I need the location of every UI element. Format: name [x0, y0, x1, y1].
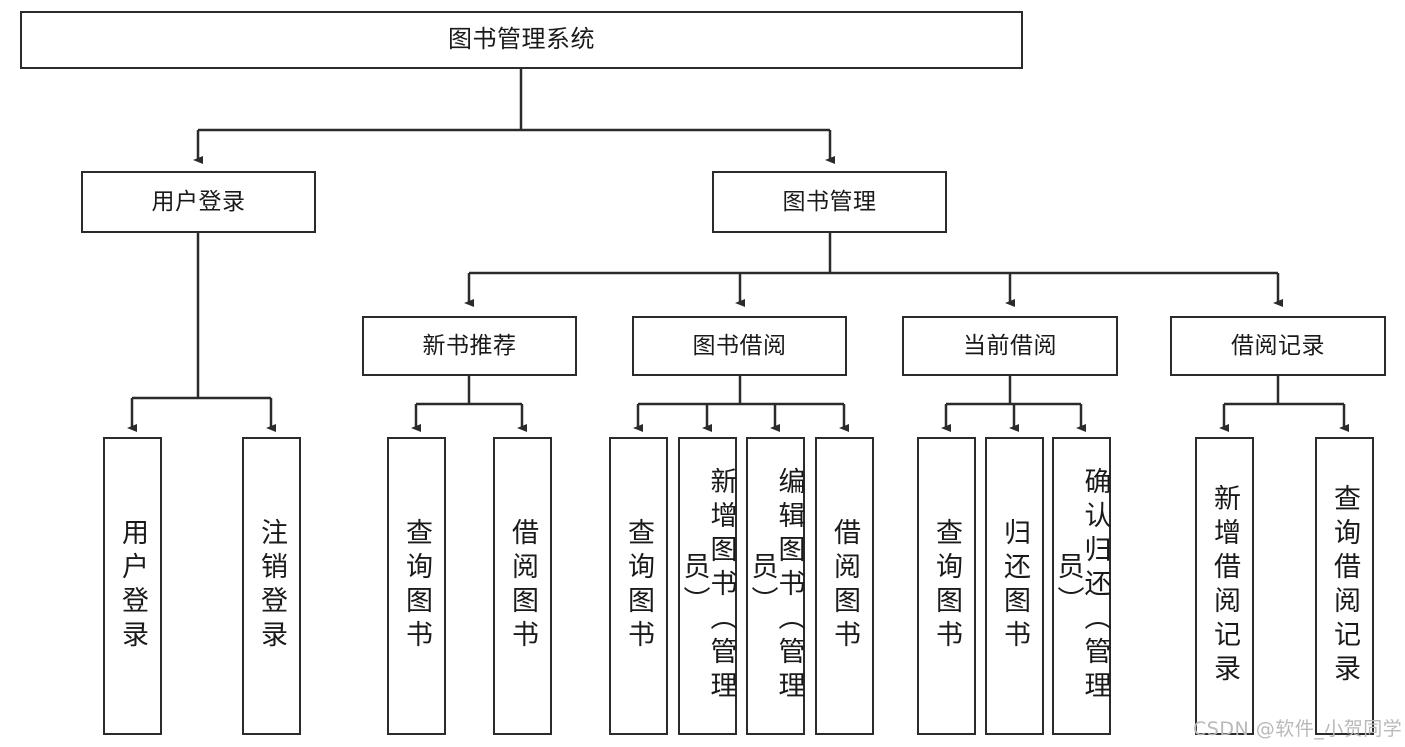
node-label: 新书推荐 — [422, 332, 517, 359]
node-label: 确认归还（管理员） — [1052, 467, 1111, 705]
node-label: 借阅记录 — [1231, 332, 1325, 359]
node-label: 新增借阅记录 — [1209, 484, 1240, 688]
leaf-logout-login[interactable]: 注销登录 — [242, 437, 301, 735]
leaf-return-book[interactable]: 归还图书 — [985, 437, 1044, 735]
node-book-borrow[interactable]: 图书借阅 — [632, 316, 847, 376]
node-label: 归还图书 — [999, 518, 1030, 654]
leaf-query-book-current[interactable]: 查询图书 — [917, 437, 976, 735]
node-borrow-records[interactable]: 借阅记录 — [1170, 316, 1386, 376]
node-label: 注销登录 — [256, 518, 287, 654]
node-root-book-management-system[interactable]: 图书管理系统 — [20, 11, 1023, 69]
node-label: 查询图书 — [401, 518, 432, 654]
leaf-borrow-book-recommend[interactable]: 借阅图书 — [493, 437, 552, 735]
leaf-query-borrow-record[interactable]: 查询借阅记录 — [1315, 437, 1374, 735]
node-label: 查询借阅记录 — [1329, 484, 1360, 688]
node-label: 编辑图书（管理员） — [746, 467, 805, 705]
leaf-query-book-borrow[interactable]: 查询图书 — [609, 437, 668, 735]
leaf-confirm-return-admin[interactable]: 确认归还（管理员） — [1052, 437, 1111, 735]
node-label: 用户登录 — [151, 188, 246, 215]
leaf-add-book-admin[interactable]: 新增图书（管理员） — [678, 437, 737, 735]
node-label: 新增图书（管理员） — [678, 467, 737, 705]
node-label: 查询图书 — [931, 518, 962, 654]
leaf-borrow-book[interactable]: 借阅图书 — [815, 437, 874, 735]
node-current-borrow[interactable]: 当前借阅 — [902, 316, 1118, 376]
node-label: 查询图书 — [623, 518, 654, 654]
leaf-user-login[interactable]: 用户登录 — [103, 437, 162, 735]
node-label: 用户登录 — [117, 518, 148, 654]
node-book-management[interactable]: 图书管理 — [712, 171, 947, 233]
node-label: 借阅图书 — [829, 518, 860, 654]
leaf-edit-book-admin[interactable]: 编辑图书（管理员） — [746, 437, 805, 735]
node-user-login[interactable]: 用户登录 — [81, 171, 316, 233]
leaf-query-book-recommend[interactable]: 查询图书 — [387, 437, 446, 735]
node-label: 图书管理 — [782, 188, 877, 215]
node-new-book-recommend[interactable]: 新书推荐 — [362, 316, 577, 376]
node-label: 当前借阅 — [963, 332, 1057, 359]
node-label: 图书管理系统 — [448, 25, 595, 54]
csdn-watermark: CSDN @软件_小贺同学 — [1193, 718, 1403, 740]
leaf-add-borrow-record[interactable]: 新增借阅记录 — [1195, 437, 1254, 735]
node-label: 借阅图书 — [507, 518, 538, 654]
node-label: 图书借阅 — [692, 332, 787, 359]
